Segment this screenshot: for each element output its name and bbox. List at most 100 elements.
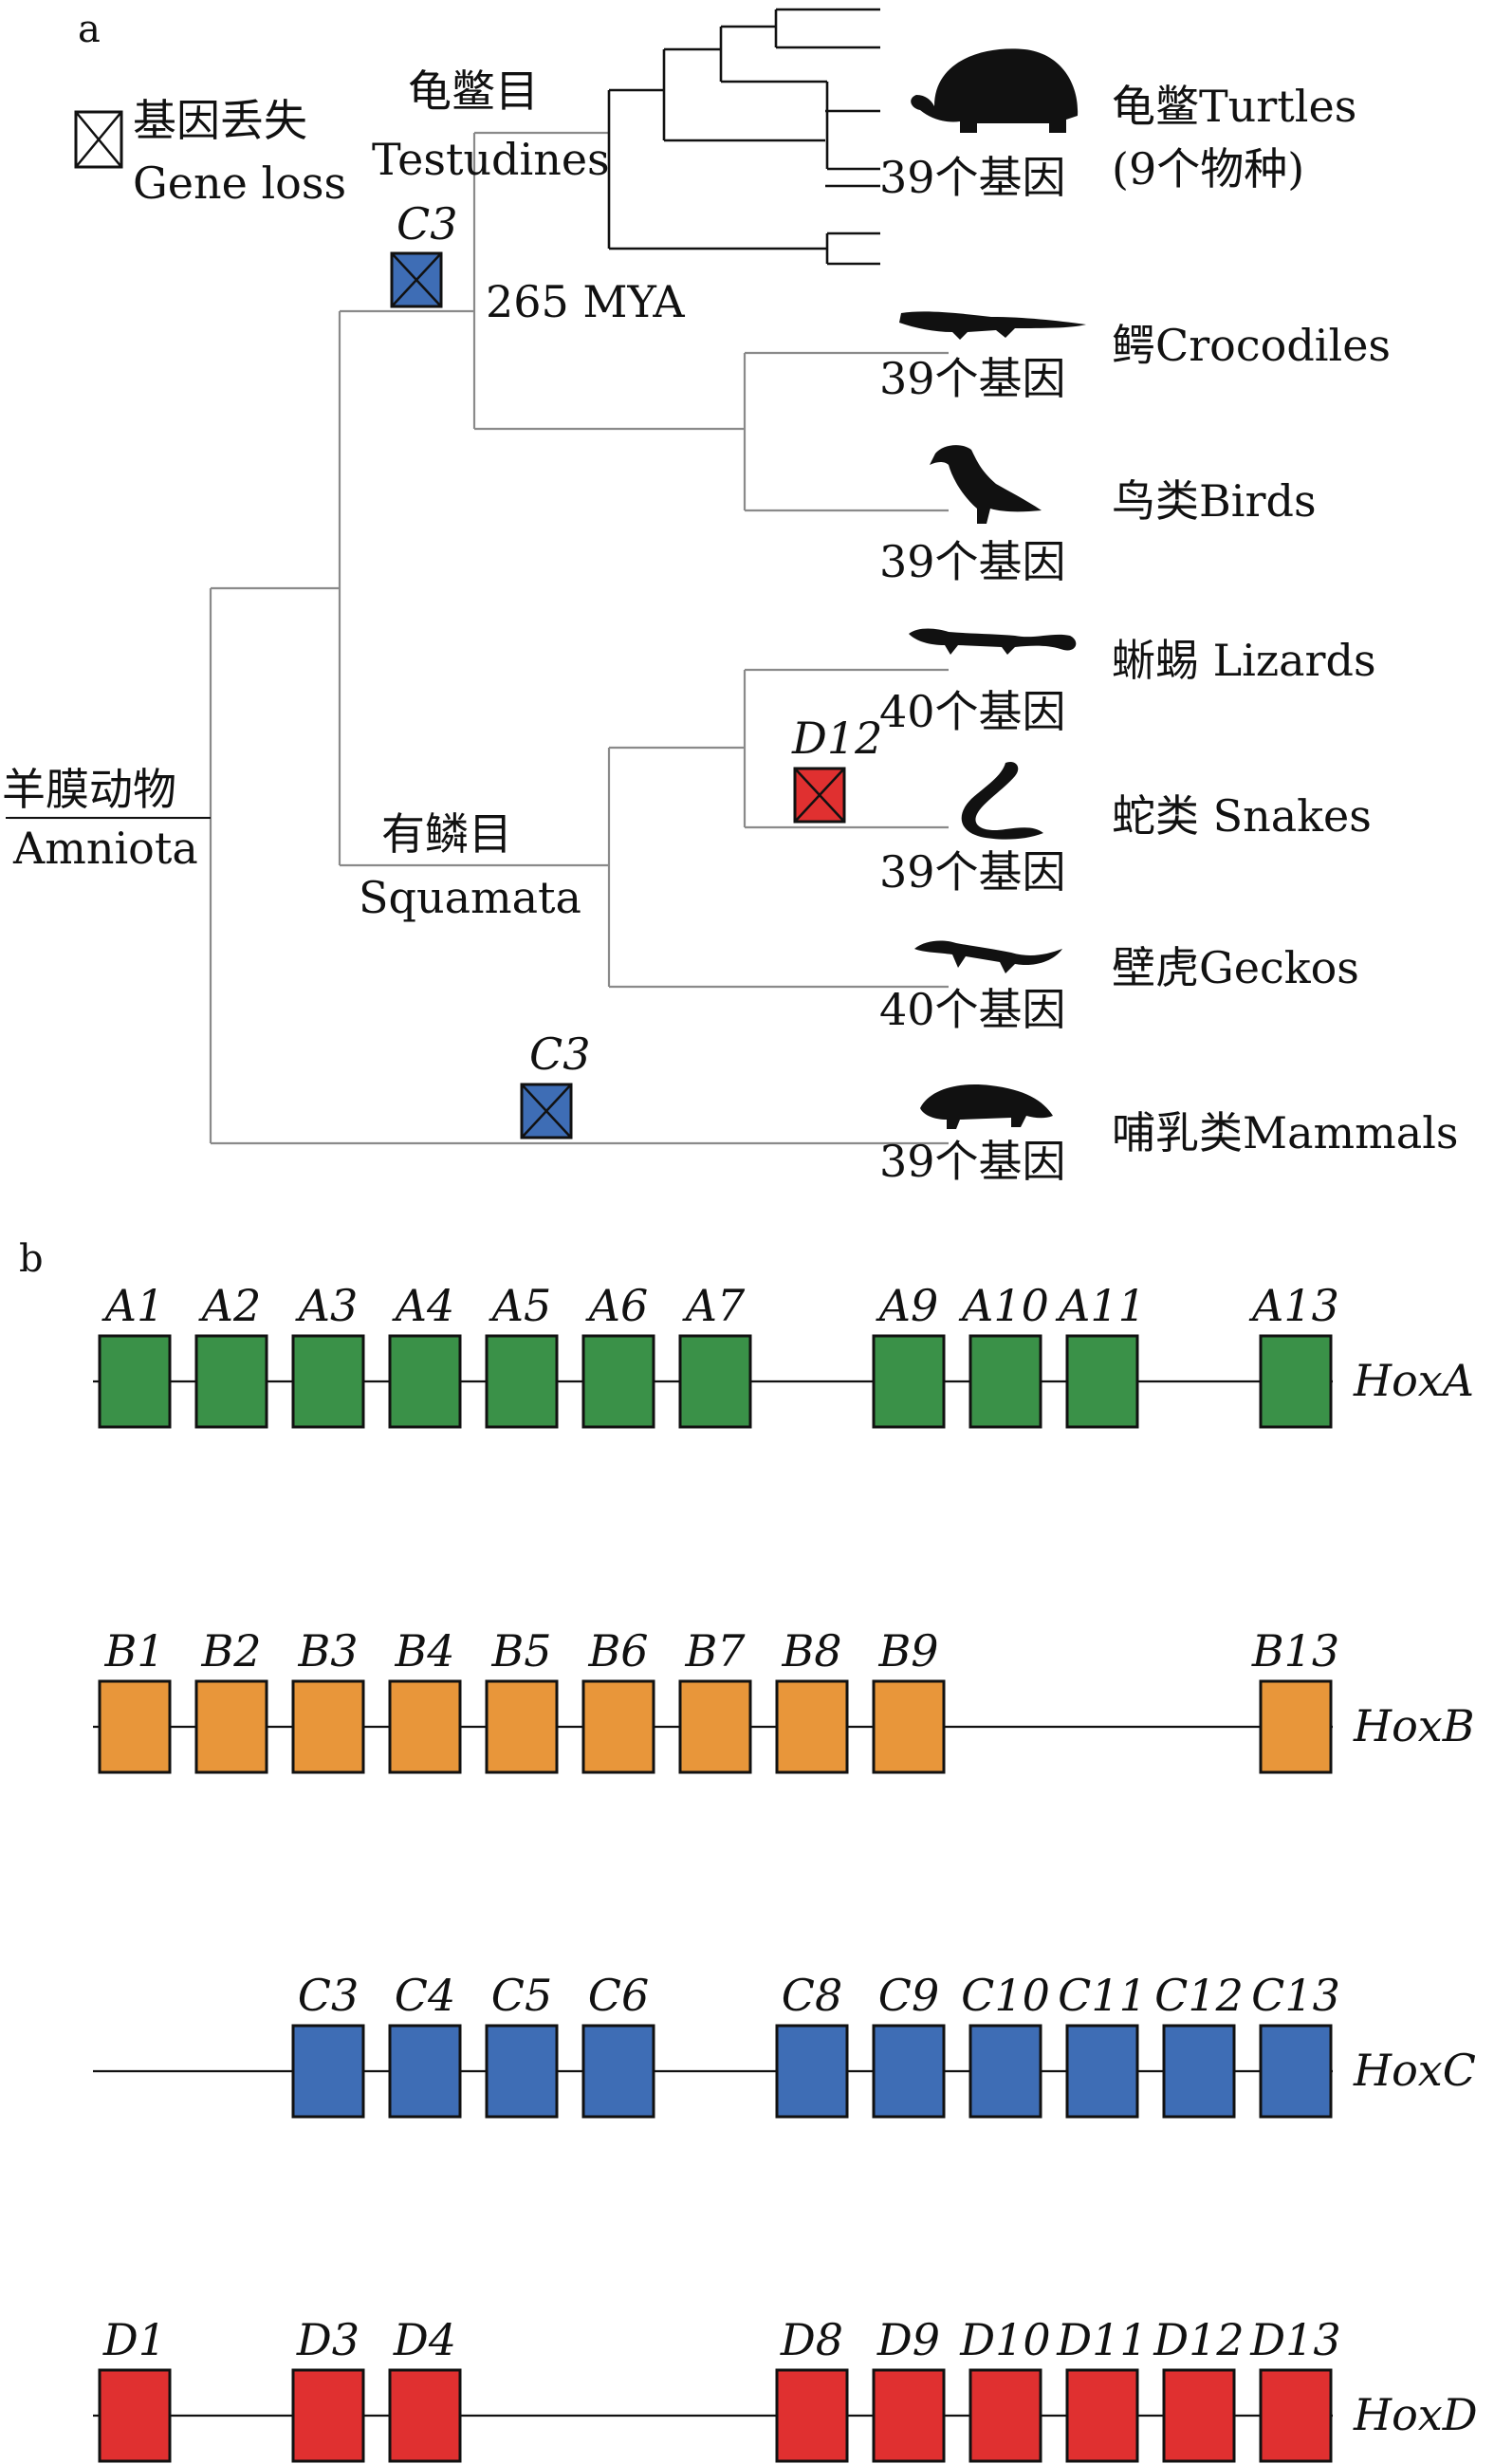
gene-label-c10: C10	[961, 1970, 1050, 2021]
gene-label-a9: A9	[876, 1280, 939, 1331]
gene-count-crocodiles: 39个基因	[879, 353, 1066, 404]
gene-count-birds: 39个基因	[879, 536, 1066, 587]
taxon-snakes: 蛇类 Snakes	[1112, 790, 1372, 842]
loss-gene-label: C3	[397, 198, 457, 250]
gene-box-b5	[485, 1679, 559, 1774]
root-label-en: Amniota	[12, 823, 198, 874]
gene-box-a13	[1259, 1334, 1333, 1429]
gene-label-b5: B5	[490, 1625, 551, 1677]
gene-label-a11: A11	[1055, 1280, 1146, 1331]
gene-label-b9: B9	[877, 1625, 938, 1677]
gene-box-c13	[1259, 2024, 1333, 2119]
legend-label-zh: 基因丢失	[133, 95, 307, 146]
gene-box-c10	[968, 2024, 1042, 2119]
gene-box-b2	[194, 1679, 268, 1774]
turtle-subtree	[607, 8, 880, 266]
gene-box-d13	[1259, 2368, 1333, 2463]
root-label-zh: 羊膜动物	[2, 764, 176, 815]
gene-box-b8	[775, 1679, 849, 1774]
gene-label-c8: C8	[782, 1970, 842, 2021]
cluster-name: HoxD	[1353, 2389, 1478, 2440]
gene-label-c9: C9	[878, 1970, 939, 2021]
gene-box-a6	[581, 1334, 655, 1429]
gene-label-d11: D11	[1056, 2314, 1147, 2365]
gene-label-c5: C5	[491, 1970, 552, 2021]
gene-count-snakes: 39个基因	[879, 846, 1066, 898]
gene-box-a11	[1065, 1334, 1139, 1429]
clade-squamata-zh: 有鳞目	[381, 808, 512, 860]
gene-count-geckos: 40个基因	[879, 984, 1066, 1035]
taxon-crocodiles: 鳄Crocodiles	[1112, 320, 1391, 371]
loss-marker-c3-testudines: C3	[390, 198, 457, 308]
gene-label-b6: B6	[587, 1625, 648, 1677]
gene-box-d8	[775, 2368, 849, 2463]
gene-box-c9	[872, 2024, 946, 2119]
gene-box-a10	[968, 1334, 1042, 1429]
clade-squamata-en: Squamata	[359, 872, 581, 923]
gene-label-a7: A7	[682, 1280, 746, 1331]
taxon-mammals: 哺乳类Mammals	[1112, 1107, 1459, 1158]
gene-box-b4	[388, 1679, 462, 1774]
loss-gene-label: C3	[529, 1028, 590, 1080]
cluster-name: HoxB	[1353, 1700, 1475, 1751]
snake-icon	[961, 761, 1043, 840]
gene-box-a9	[872, 1334, 946, 1429]
gene-box-b13	[1259, 1679, 1333, 1774]
legend-label-en: Gene loss	[133, 157, 346, 209]
gene-box-a1	[98, 1334, 172, 1429]
gene-box-d11	[1065, 2368, 1139, 2463]
phylogenetic-tree	[9, 131, 949, 1145]
gene-label-a5: A5	[489, 1280, 552, 1331]
gene-box-b1	[98, 1679, 172, 1774]
gene-label-d13: D13	[1249, 2314, 1340, 2365]
gene-box-d1	[98, 2368, 172, 2463]
cluster-name: HoxA	[1353, 1355, 1474, 1406]
taxon-lizards: 蜥蜴 Lizards	[1112, 635, 1376, 686]
gene-box-a7	[678, 1334, 752, 1429]
gene-box-d12	[1162, 2368, 1236, 2463]
gene-label-a10: A10	[958, 1280, 1049, 1331]
gene-box-a4	[388, 1334, 462, 1429]
panel-a-label: a	[78, 8, 101, 51]
gene-box-d9	[872, 2368, 946, 2463]
legend-gene-loss: 基因丢失 Gene loss	[74, 95, 346, 209]
gene-box-d10	[968, 2368, 1042, 2463]
gene-label-b13: B13	[1251, 1625, 1339, 1677]
taxon-geckos: 壁虎Geckos	[1112, 942, 1359, 993]
mammal-icon	[920, 1084, 1053, 1129]
gene-box-b3	[291, 1679, 365, 1774]
gene-label-b3: B3	[297, 1625, 358, 1677]
legend-cross-box-icon	[74, 110, 123, 169]
lizard-icon	[909, 628, 1077, 655]
gene-label-b4: B4	[394, 1625, 454, 1677]
loss-gene-label: D12	[791, 713, 882, 764]
gene-box-a2	[194, 1334, 268, 1429]
loss-marker-c3-mammals: C3	[520, 1028, 590, 1139]
gene-box-c5	[485, 2024, 559, 2119]
gene-box-c4	[388, 2024, 462, 2119]
taxon-names: 龟鳖Turtles (9个物种) 鳄Crocodiles 鸟类Birds 蜥蜴 …	[1112, 81, 1459, 1158]
gene-count-mammals: 39个基因	[879, 1136, 1066, 1187]
gene-label-a6: A6	[585, 1280, 649, 1331]
gene-label-d4: D4	[393, 2314, 456, 2365]
taxon-birds: 鸟类Birds	[1112, 475, 1317, 527]
gene-label-a1: A1	[101, 1280, 165, 1331]
crocodile-icon	[899, 311, 1086, 340]
gene-label-c6: C6	[588, 1970, 649, 2021]
turtle-icon	[911, 48, 1079, 134]
gene-box-d3	[291, 2368, 365, 2463]
gene-label-d3: D3	[296, 2314, 360, 2365]
loss-marker-d12-snakes: D12	[791, 713, 882, 824]
gene-label-b7: B7	[684, 1625, 746, 1677]
gene-box-b9	[872, 1679, 946, 1774]
clade-testudines-zh: 龟鳖目	[408, 65, 539, 117]
gene-box-b7	[678, 1679, 752, 1774]
gene-box-c11	[1065, 2024, 1139, 2119]
gene-label-c4: C4	[395, 1970, 455, 2021]
